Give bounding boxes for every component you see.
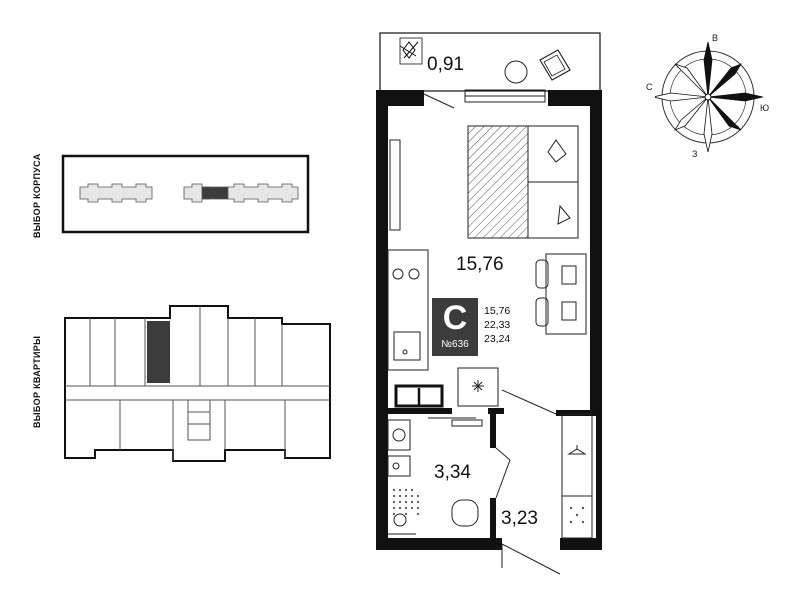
balcony bbox=[379, 32, 601, 92]
compass-north-label: В bbox=[712, 33, 719, 43]
dining-table bbox=[535, 253, 587, 335]
building-selector[interactable] bbox=[60, 153, 312, 235]
bathroom-area: 3,34 bbox=[434, 462, 471, 483]
total-with-balcony-value: 23,24 bbox=[484, 333, 511, 345]
apartment-number: №636 bbox=[441, 339, 469, 350]
apartment-select-label: ВЫБОР КВАРТИРЫ bbox=[32, 335, 42, 428]
apartment-type-letter: С bbox=[442, 299, 468, 337]
compass-south-label: З bbox=[692, 149, 698, 159]
area-summary: 15,76 22,33 23,24 bbox=[484, 304, 510, 346]
hall-area: 3,23 bbox=[501, 508, 538, 529]
building-section-2[interactable] bbox=[183, 183, 299, 203]
total-area-value: 22,33 bbox=[484, 319, 511, 331]
bed bbox=[467, 125, 579, 239]
walls bbox=[376, 90, 602, 550]
compass-east-label: Ю bbox=[760, 103, 770, 113]
hall-wardrobe bbox=[561, 413, 593, 539]
apartment-type-badge: С №636 bbox=[432, 298, 478, 356]
building-section-1[interactable] bbox=[79, 183, 153, 203]
living-room-area: 15,76 bbox=[456, 254, 504, 275]
building-select-label: ВЫБОР КОРПУСА bbox=[32, 153, 42, 238]
kitchen bbox=[387, 249, 499, 408]
balcony-area: 0,91 bbox=[427, 54, 464, 75]
living-area-value: 15,76 bbox=[484, 305, 511, 317]
compass-west-label: С bbox=[646, 82, 653, 92]
compass-rose-icon bbox=[655, 41, 764, 153]
apartment-plan bbox=[376, 32, 602, 575]
selected-apartment[interactable] bbox=[147, 321, 170, 383]
floor-plan-selector[interactable] bbox=[60, 300, 335, 466]
bathroom-fixtures bbox=[387, 417, 483, 535]
